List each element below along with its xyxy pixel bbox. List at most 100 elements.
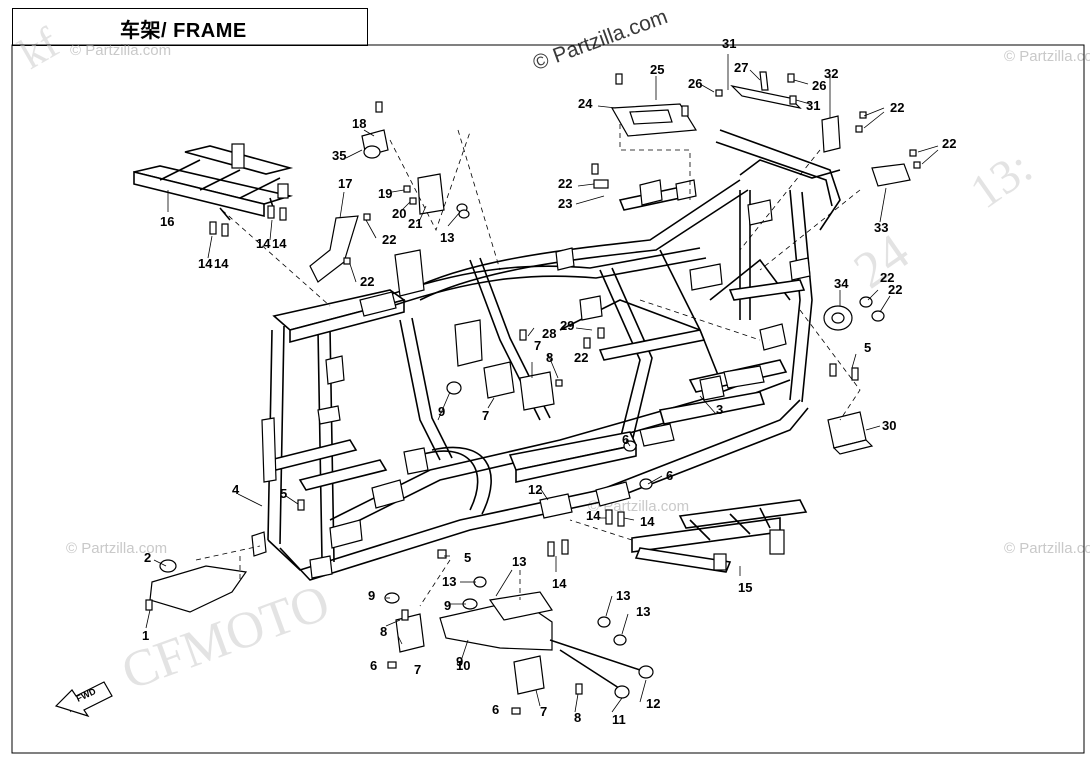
part-13-nut-2 [597,616,611,628]
callout-15: 15 [738,580,752,595]
callout-31: 31 [722,36,736,51]
watermark-partzilla-top-left: © Partzilla.com [70,42,172,59]
callout-13-3: 13 [512,554,526,569]
part-13-nut-3 [613,634,627,646]
part-16-rack [133,143,294,221]
part-9-washer-lower [384,592,400,604]
callout-22-7: 22 [880,270,894,285]
callout-14-5: 14 [552,576,567,591]
callout-2: 2 [144,550,151,565]
watermark-corner-text: kf [11,18,68,79]
part-7-mount-c [395,613,425,653]
callout-12: 12 [528,482,542,497]
callout-22-5: 22 [890,100,904,115]
diagram-border [11,44,1085,754]
part-7-mount-a [483,361,515,399]
callout-14-4: 14 [272,236,287,251]
part-11-bolt-head [614,685,630,699]
callout-14-2: 14 [214,256,229,271]
callout-6-2: 6 [666,468,673,483]
callout-14-7: 14 [640,514,655,529]
callout-34: 34 [834,276,849,291]
fwd-arrow: FWD [54,681,113,718]
callout-13-5: 13 [636,604,650,619]
callout-3: 3 [716,402,723,417]
callout-6-4: 6 [492,702,499,717]
part-35-clip [363,145,381,159]
callout-10: 10 [456,658,470,673]
callout-21: 21 [408,216,422,231]
callout-23: 23 [558,196,572,211]
callout-22: 22 [382,232,396,247]
callout-22-8: 22 [888,282,902,297]
part-12-bolt-head [638,665,654,679]
callout-7: 7 [482,408,489,423]
part-10-plate [488,591,553,621]
callout-5: 5 [280,486,287,501]
callout-9-4: 9 [456,654,463,669]
part-7-mount-b [519,371,555,411]
part-30-block-base [832,439,874,455]
part-21-bracket [417,173,445,215]
callout-8-2: 8 [380,624,387,639]
part-7-mount-d [513,655,545,695]
callout-11: 11 [612,712,626,727]
callout-30: 30 [882,418,896,433]
watermark-partzilla-left: © Partzilla.com [66,540,168,557]
callout-12-2: 12 [646,696,660,711]
callout-6: 6 [622,432,629,447]
callout-31-2: 31 [806,98,820,113]
callout-14-3: 14 [256,236,271,251]
callout-6-3: 6 [370,658,377,673]
watermark-partzilla-right: © Partzilla.com [1004,540,1090,557]
main-frame-assembly [251,129,841,581]
page-title: 车架/ FRAME [120,20,247,42]
callout-19: 19 [378,186,392,201]
part-2-washer [159,559,177,573]
callout-29: 29 [560,318,574,333]
part-32-bracket [821,115,841,153]
callout-7-4: 7 [540,704,547,719]
part-17-bracket [309,215,359,283]
part-24-plate [610,103,698,137]
callout-9-2: 9 [368,588,375,603]
callout-24: 24 [578,96,593,111]
part-34-ring-inner [831,312,845,324]
callout-35: 35 [332,148,346,163]
callout-5-3: 5 [864,340,871,355]
callout-14: 14 [198,256,213,271]
callout-28: 28 [542,326,556,341]
callout-14-6: 14 [586,508,601,523]
part-11-bolt [559,649,623,691]
callout-32: 32 [824,66,838,81]
callout-25: 25 [650,62,664,77]
callout-5-2: 5 [464,550,471,565]
callout-33: 33 [874,220,888,235]
callout-1: 1 [142,628,149,643]
callout-20: 20 [392,206,406,221]
part-12-bolt [549,639,641,671]
callout-16: 16 [160,214,174,229]
callout-7-2: 7 [534,338,541,353]
callout-22-2: 22 [360,274,374,289]
leader-lines [69,54,939,713]
callout-13-4: 13 [616,588,630,603]
callout-26-2: 26 [812,78,826,93]
part-33-bracket [871,163,911,187]
callout-18: 18 [352,116,366,131]
part-27-bracket [730,71,802,109]
callout-7-3: 7 [414,662,421,677]
callout-8: 8 [546,350,553,365]
callout-22-3: 22 [558,176,572,191]
callout-17: 17 [338,176,352,191]
callout-8-3: 8 [574,710,581,725]
callout-13-2: 13 [442,574,456,589]
callout-13: 13 [440,230,454,245]
part-9-washer [446,381,462,395]
watermark-partzilla-top-right: © Partzilla.com [1004,48,1090,65]
callout-9: 9 [438,404,445,419]
callout-9-3: 9 [444,598,451,613]
callout-22-6: 22 [942,136,956,151]
